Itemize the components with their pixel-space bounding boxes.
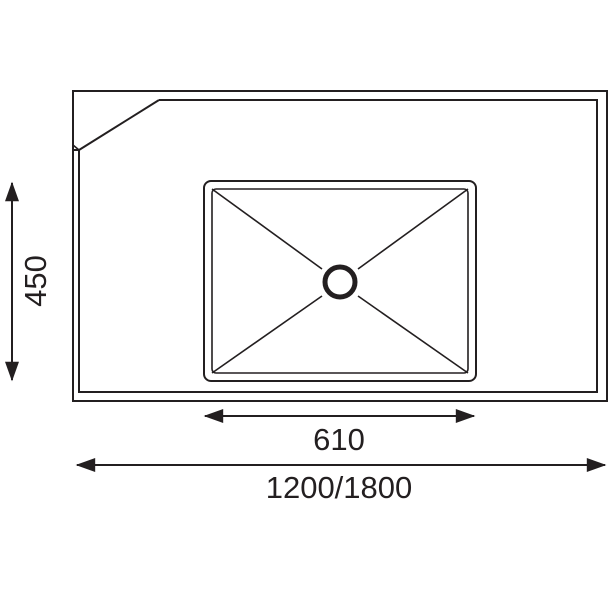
sink-top-outline — [72, 90, 608, 402]
bowl-width-label: 610 — [313, 422, 365, 457]
drain-waste-icon — [322, 264, 358, 300]
overall-width-dimension: 1200/1800 — [75, 458, 607, 505]
depth-label: 450 — [18, 255, 53, 307]
bowl-width-dimension: 610 — [203, 409, 476, 457]
sink-bowl — [203, 180, 477, 382]
overall-width-label: 1200/1800 — [266, 470, 413, 505]
depth-dimension: 450 — [5, 181, 53, 382]
